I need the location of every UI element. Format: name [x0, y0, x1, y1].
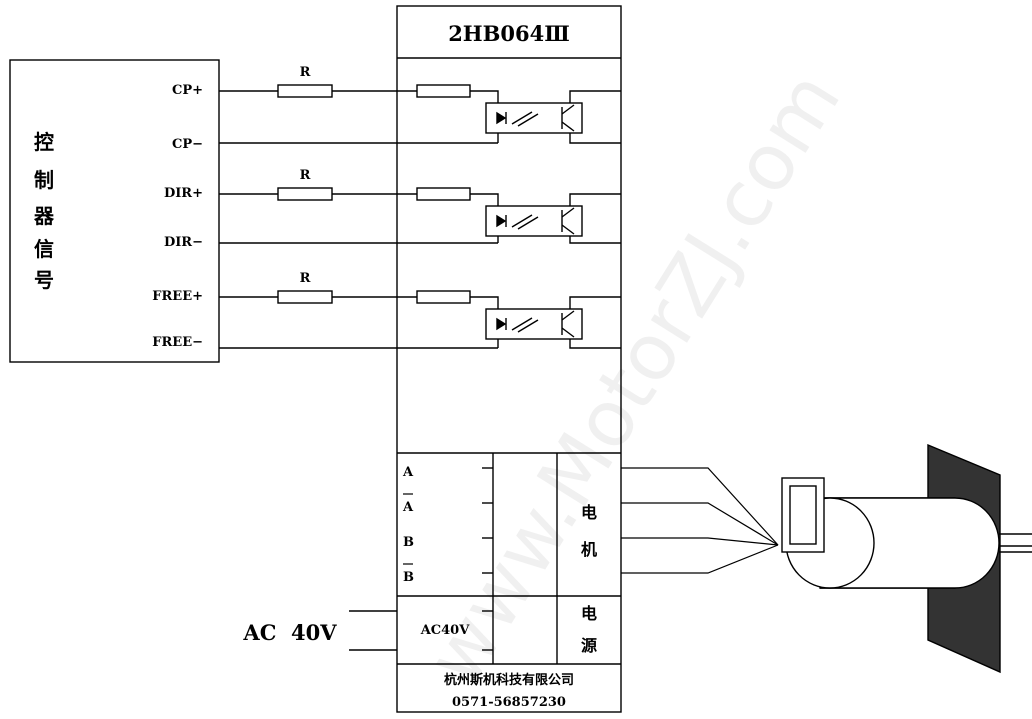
resistor-labels: R R R: [300, 65, 311, 286]
terminal-b: B: [403, 535, 414, 550]
signal-label-free-minus: FREE−: [152, 335, 203, 350]
controller-signal-labels: CP+ CP− DIR+ DIR− FREE+ FREE−: [152, 83, 203, 350]
controller-label-char: 制: [34, 168, 54, 192]
signal-label-dir-minus: DIR−: [164, 235, 203, 250]
terminal-a: A: [402, 465, 414, 480]
resistor-label: R: [300, 168, 311, 183]
resistor-label: R: [300, 65, 311, 80]
power-terminal-label: AC40V: [420, 623, 471, 638]
terminal-a-bar: A: [402, 500, 414, 515]
motor-label-char: 电: [581, 503, 597, 522]
controller-label-char: 控: [34, 130, 54, 154]
controller-label-char: 号: [34, 268, 54, 292]
controller-label-char: 器: [33, 204, 55, 228]
power-input-wires: [349, 610, 397, 651]
internal-wires: [470, 90, 621, 349]
motor-label-char: 机: [581, 540, 597, 559]
internal-resistors: [416, 84, 471, 304]
resistor-dir: [277, 187, 333, 201]
resistor-label: R: [300, 271, 311, 286]
signal-wires: [219, 90, 498, 349]
company-phone: 0571-56857230: [452, 695, 566, 710]
motor-shaft: [999, 533, 1032, 553]
motor-label: 电 机: [581, 503, 597, 559]
power-label-char: 电: [581, 604, 597, 623]
power-input-label: AC 40V: [242, 620, 337, 645]
signal-label-dir-plus: DIR+: [164, 186, 203, 201]
resistor-cp: [277, 84, 333, 98]
external-resistors: [277, 84, 333, 304]
company-name: 杭州斯机科技有限公司: [444, 672, 574, 688]
driver-box: [396, 5, 622, 713]
terminal-overbars: [403, 493, 413, 565]
optocoupler-dir: [485, 205, 583, 237]
power-ticks: [482, 610, 493, 651]
controller-label-char: 信: [34, 237, 54, 261]
power-label: 电 源: [581, 604, 597, 655]
controller-label: 控 制 器 信 号: [33, 130, 55, 292]
terminal-b-bar: B: [403, 570, 414, 585]
terminal-labels: A A B B: [402, 465, 414, 585]
motor-connector: [781, 477, 825, 553]
optocoupler-free: [485, 308, 583, 340]
optocoupler-cp: [485, 102, 583, 134]
power-label-char: 源: [581, 636, 597, 655]
signal-label-cp-plus: CP+: [172, 83, 203, 98]
signal-label-cp-minus: CP−: [172, 137, 203, 152]
signal-label-free-plus: FREE+: [152, 289, 203, 304]
terminal-ticks: [482, 467, 493, 574]
watermark-text: www.MotorZJ.com: [410, 57, 858, 700]
motor-wires: [621, 467, 779, 574]
controller-box: [9, 59, 220, 363]
driver-model-title: 2HB064Ⅲ: [448, 21, 570, 46]
resistor-free: [277, 290, 333, 304]
